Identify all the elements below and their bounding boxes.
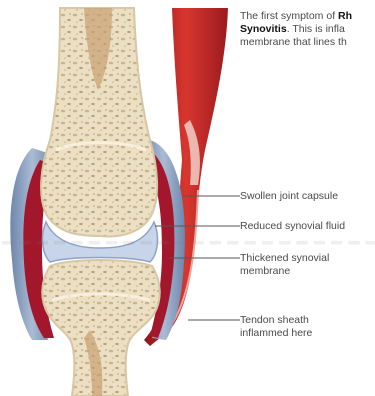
label-membrane-line-2: membrane xyxy=(240,265,375,278)
intro-line-1-text: The first symptom of xyxy=(240,10,338,22)
label-tendon-line-2: inflammed here xyxy=(240,327,375,340)
intro-line-1: The first symptom of Rh xyxy=(240,10,375,23)
label-swollen-joint-capsule: Swollen joint capsule xyxy=(240,190,375,203)
label-tendon-sheath: Tendon sheath inflammed here xyxy=(240,314,375,340)
intro-line-2-text: . This is infla xyxy=(287,23,345,35)
label-thickened-synovial-membrane: Thickened synovial membrane xyxy=(240,252,375,278)
intro-text: The first symptom of Rh Synovitis. This … xyxy=(240,10,375,49)
knee-joint-illustration xyxy=(0,0,240,396)
intro-line-2-bold: Synovitis xyxy=(240,23,287,35)
intro-line-2: Synovitis. This is infla xyxy=(240,23,375,36)
label-reduced-synovial-fluid: Reduced synovial fluid xyxy=(240,220,375,233)
label-fluid-text: Reduced synovial fluid xyxy=(240,220,375,233)
intro-line-3: membrane that lines th xyxy=(240,36,375,49)
intro-line-1-bold: Rh xyxy=(338,10,352,22)
label-membrane-line-1: Thickened synovial xyxy=(240,252,375,265)
label-capsule-text: Swollen joint capsule xyxy=(240,190,375,203)
label-tendon-line-1: Tendon sheath xyxy=(240,314,375,327)
